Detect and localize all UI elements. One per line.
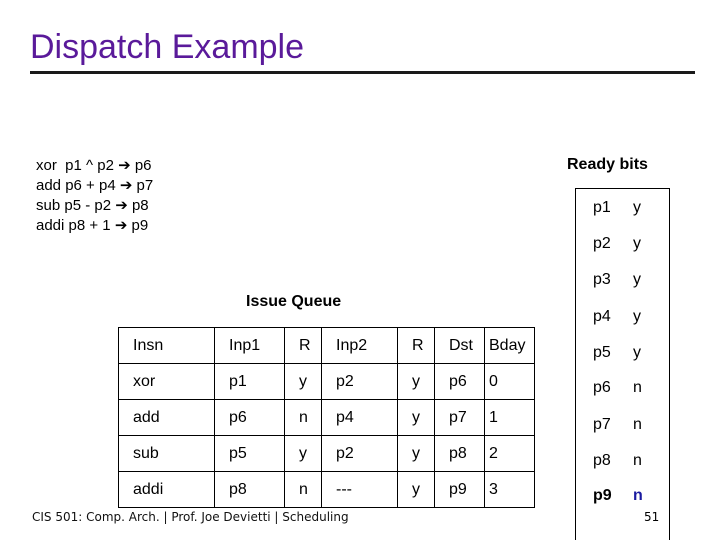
- table-cell: y: [284, 435, 322, 472]
- ready-reg: p9: [593, 487, 612, 504]
- code-line: add p6 + p4 ➔ p7: [36, 177, 154, 194]
- ready-val: y: [633, 344, 641, 361]
- table-cell: add: [118, 399, 215, 436]
- ready-val: y: [633, 308, 641, 325]
- header-cell: R: [397, 327, 435, 364]
- ready-reg: p3: [593, 271, 611, 288]
- table-cell: xor: [118, 363, 215, 400]
- table-cell: y: [397, 363, 435, 400]
- title-divider: [30, 71, 695, 74]
- ready-reg: p7: [593, 416, 611, 433]
- ready-row-p8: p8 n: [593, 452, 642, 470]
- table-cell: p8: [434, 435, 485, 472]
- code-line: addi p8 + 1 ➔ p9: [36, 217, 149, 234]
- page-number: 51: [644, 510, 660, 524]
- header-cell: Bday: [484, 327, 535, 364]
- table-cell: p2: [321, 363, 398, 400]
- ready-val: n: [633, 452, 642, 469]
- table-row: add p6 n p4 y p7 1: [118, 399, 535, 436]
- ready-reg: p1: [593, 199, 611, 216]
- table-cell: ---: [321, 471, 398, 508]
- ready-bits-title: Ready bits: [567, 156, 648, 173]
- code-block: xor p1 ^ p2 ➔ p6 add p6 + p4 ➔ p7 sub p5…: [36, 156, 153, 236]
- header-cell: Inp2: [321, 327, 398, 364]
- table-cell: 3: [484, 471, 535, 508]
- ready-val: y: [633, 271, 641, 288]
- table-cell: y: [397, 471, 435, 508]
- issue-queue-title: Issue Queue: [246, 293, 342, 310]
- table-cell: p8: [214, 471, 285, 508]
- table-cell: p7: [434, 399, 485, 436]
- issue-queue-table: Insn Inp1 R Inp2 R Dst Bday xor p1 y p2 …: [118, 327, 535, 508]
- slide-footer: CIS 501: Comp. Arch. | Prof. Joe Deviett…: [32, 510, 349, 524]
- table-cell: 1: [484, 399, 535, 436]
- table-cell: p9: [434, 471, 485, 508]
- table-row: sub p5 y p2 y p8 2: [118, 435, 535, 472]
- code-line: xor p1 ^ p2 ➔ p6: [36, 157, 152, 174]
- table-cell: y: [284, 363, 322, 400]
- table-cell: n: [284, 399, 322, 436]
- table-cell: p4: [321, 399, 398, 436]
- ready-row-p1: p1 y: [593, 199, 641, 217]
- table-cell: 0: [484, 363, 535, 400]
- ready-row-p4: p4 y: [593, 308, 641, 326]
- ready-row-p6: p6 n: [593, 379, 642, 397]
- ready-bits-box: [575, 188, 670, 540]
- table-cell: 2: [484, 435, 535, 472]
- table-cell: y: [397, 435, 435, 472]
- table-cell: p2: [321, 435, 398, 472]
- ready-val: n: [633, 487, 643, 504]
- ready-reg: p4: [593, 308, 611, 325]
- table-cell: sub: [118, 435, 215, 472]
- code-line: sub p5 - p2 ➔ p8: [36, 197, 149, 214]
- ready-row-p9: p9 n: [593, 487, 643, 505]
- table-cell: p5: [214, 435, 285, 472]
- ready-val: y: [633, 235, 641, 252]
- ready-reg: p2: [593, 235, 611, 252]
- table-cell: n: [284, 471, 322, 508]
- ready-row-p3: p3 y: [593, 271, 641, 289]
- header-cell: Dst: [434, 327, 485, 364]
- table-cell: y: [397, 399, 435, 436]
- table-cell: p6: [434, 363, 485, 400]
- table-cell: p1: [214, 363, 285, 400]
- ready-row-p2: p2 y: [593, 235, 641, 253]
- header-cell: Inp1: [214, 327, 285, 364]
- ready-reg: p5: [593, 344, 611, 361]
- header-cell: R: [284, 327, 322, 364]
- ready-row-p7: p7 n: [593, 416, 642, 434]
- table-cell: p6: [214, 399, 285, 436]
- table-cell: addi: [118, 471, 215, 508]
- table-header-row: Insn Inp1 R Inp2 R Dst Bday: [118, 327, 535, 364]
- ready-reg: p8: [593, 452, 611, 469]
- table-row: xor p1 y p2 y p6 0: [118, 363, 535, 400]
- header-cell: Insn: [118, 327, 215, 364]
- ready-val: n: [633, 379, 642, 396]
- table-row: addi p8 n --- y p9 3: [118, 471, 535, 508]
- ready-reg: p6: [593, 379, 611, 396]
- ready-val: n: [633, 416, 642, 433]
- ready-val: y: [633, 199, 641, 216]
- slide-title: Dispatch Example: [30, 28, 305, 66]
- ready-row-p5: p5 y: [593, 344, 641, 362]
